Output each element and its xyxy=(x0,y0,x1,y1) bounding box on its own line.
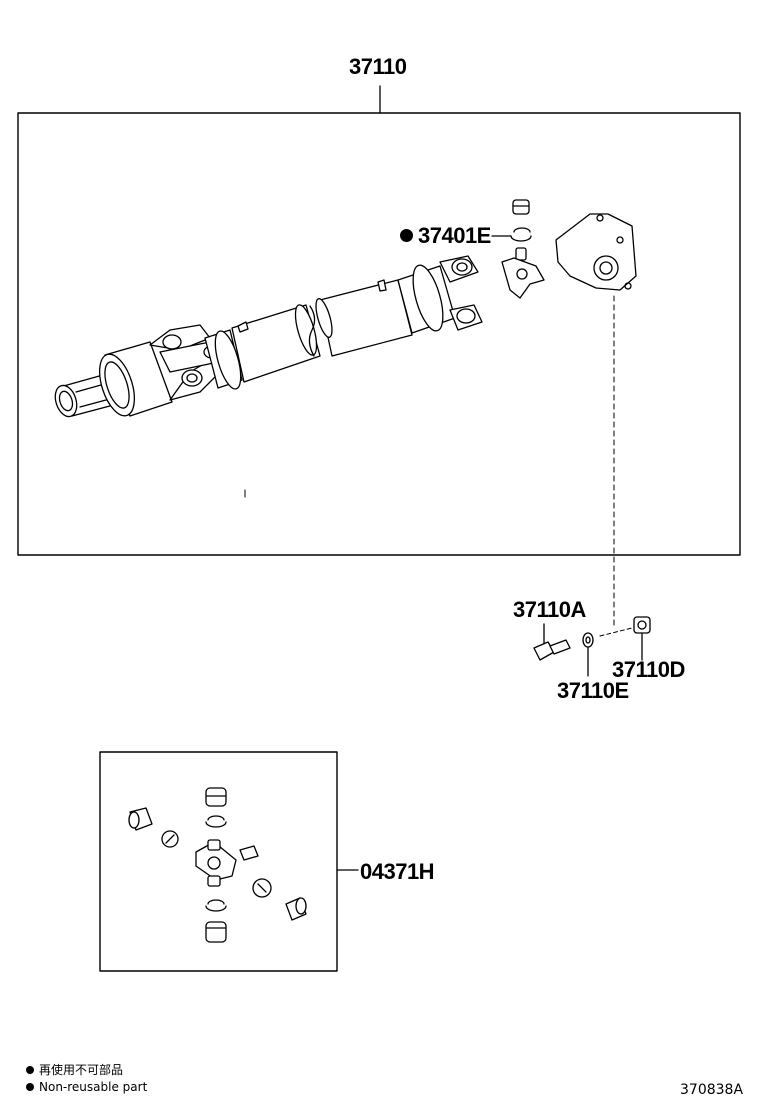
diagram-code: 370838A xyxy=(680,1082,744,1098)
legend-jp-text: 再使用不可部品 xyxy=(39,1063,124,1077)
label-washer: 37110E xyxy=(557,678,629,703)
label-main-assembly: 37110 xyxy=(349,54,407,79)
nut-drawing xyxy=(634,617,650,660)
propeller-shaft-drawing xyxy=(52,256,482,497)
legend-dot-icon xyxy=(26,1082,34,1091)
legend-en: Non-reusable part xyxy=(26,1081,147,1093)
label-nut: 37110D xyxy=(612,657,685,682)
non-reusable-marker-icon xyxy=(400,228,413,242)
legend-jp: 再使用不可部品 xyxy=(26,1064,123,1076)
companion-flange-drawing xyxy=(556,214,636,290)
label-spider-kit-text: 37401E xyxy=(418,223,491,248)
repair-kit-frame xyxy=(100,752,337,971)
bolt-drawing xyxy=(534,624,570,660)
label-repair-kit: 04371H xyxy=(360,859,435,884)
label-spider-kit: 37401E xyxy=(400,225,491,247)
legend-en-text: Non-reusable part xyxy=(39,1080,148,1094)
legend-dot-icon xyxy=(26,1065,34,1074)
hardware-dash-line xyxy=(600,628,632,636)
label-bolt: 37110A xyxy=(513,597,586,622)
washer-drawing xyxy=(583,633,593,676)
assembly-frame xyxy=(18,113,740,555)
universal-joint-spider-drawing xyxy=(492,200,544,298)
repair-kit-parts-drawing xyxy=(129,788,306,942)
